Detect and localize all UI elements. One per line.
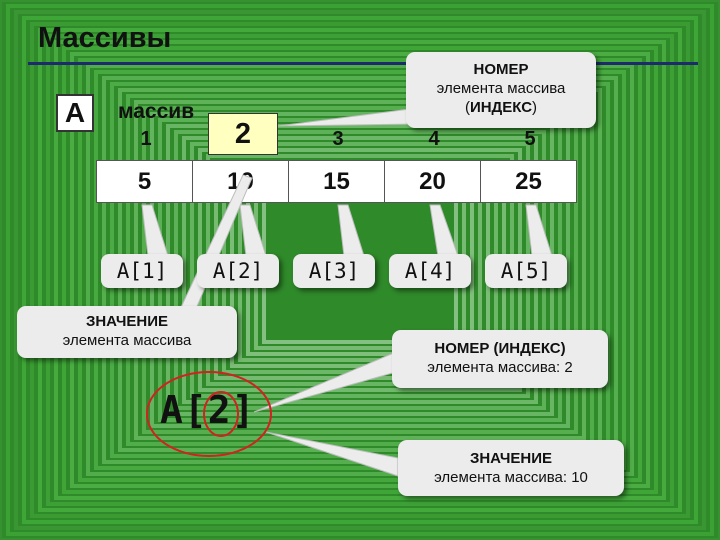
element-tag-5: A[5] [485, 254, 567, 288]
callout-example-index-heading: НОМЕР (ИНДЕКС) [434, 340, 566, 357]
callout-index-text: элемента массива [436, 80, 566, 97]
callout-example-value-heading: ЗНАЧЕНИЕ [469, 450, 553, 467]
callout-value: ЗНАЧЕНИЕ элемента массива [17, 306, 237, 358]
array-cells: 5 10 15 20 25 [96, 160, 577, 203]
slide-title: Массивы [38, 22, 172, 54]
element-tag-2: A[2] [197, 254, 279, 288]
callout-example-index: НОМЕР (ИНДЕКС) элемента массива: 2 [392, 330, 608, 388]
array-cell-3: 15 [289, 161, 385, 202]
callout-index-term: (ИНДЕКС) [464, 99, 538, 116]
array-cell-4: 20 [385, 161, 481, 202]
example-expression: A[2] [160, 388, 256, 432]
callout-example-value: ЗНАЧЕНИЕ элемента массива: 10 [398, 440, 624, 496]
title-underline [28, 62, 698, 65]
callout-index-heading: НОМЕР [473, 61, 529, 78]
callout-example-value-text: элемента массива: 10 [434, 469, 588, 486]
array-cell-5: 25 [515, 167, 542, 195]
element-tag-1: A[1] [101, 254, 183, 288]
index-label-3: 3 [332, 128, 344, 150]
index-label-5: 5 [524, 128, 536, 150]
array-cell-1: 5 [97, 161, 193, 202]
callout-index: НОМЕР элемента массива (ИНДЕКС) [406, 52, 596, 128]
index-label-4: 4 [428, 128, 440, 150]
element-tag-3: A[3] [293, 254, 375, 288]
element-tag-4: A[4] [389, 254, 471, 288]
callout-example-index-text: элемента массива: 2 [427, 359, 573, 376]
index-label-1: 1 [140, 128, 152, 150]
array-name-box: A [56, 94, 94, 132]
callout-value-text: элемента массива [62, 332, 192, 349]
callout-value-heading: ЗНАЧЕНИЕ [85, 313, 169, 330]
index-label-2-highlighted: 2 [208, 113, 278, 155]
array-label: массив [118, 100, 195, 123]
array-cell-2: 10 [193, 161, 289, 202]
